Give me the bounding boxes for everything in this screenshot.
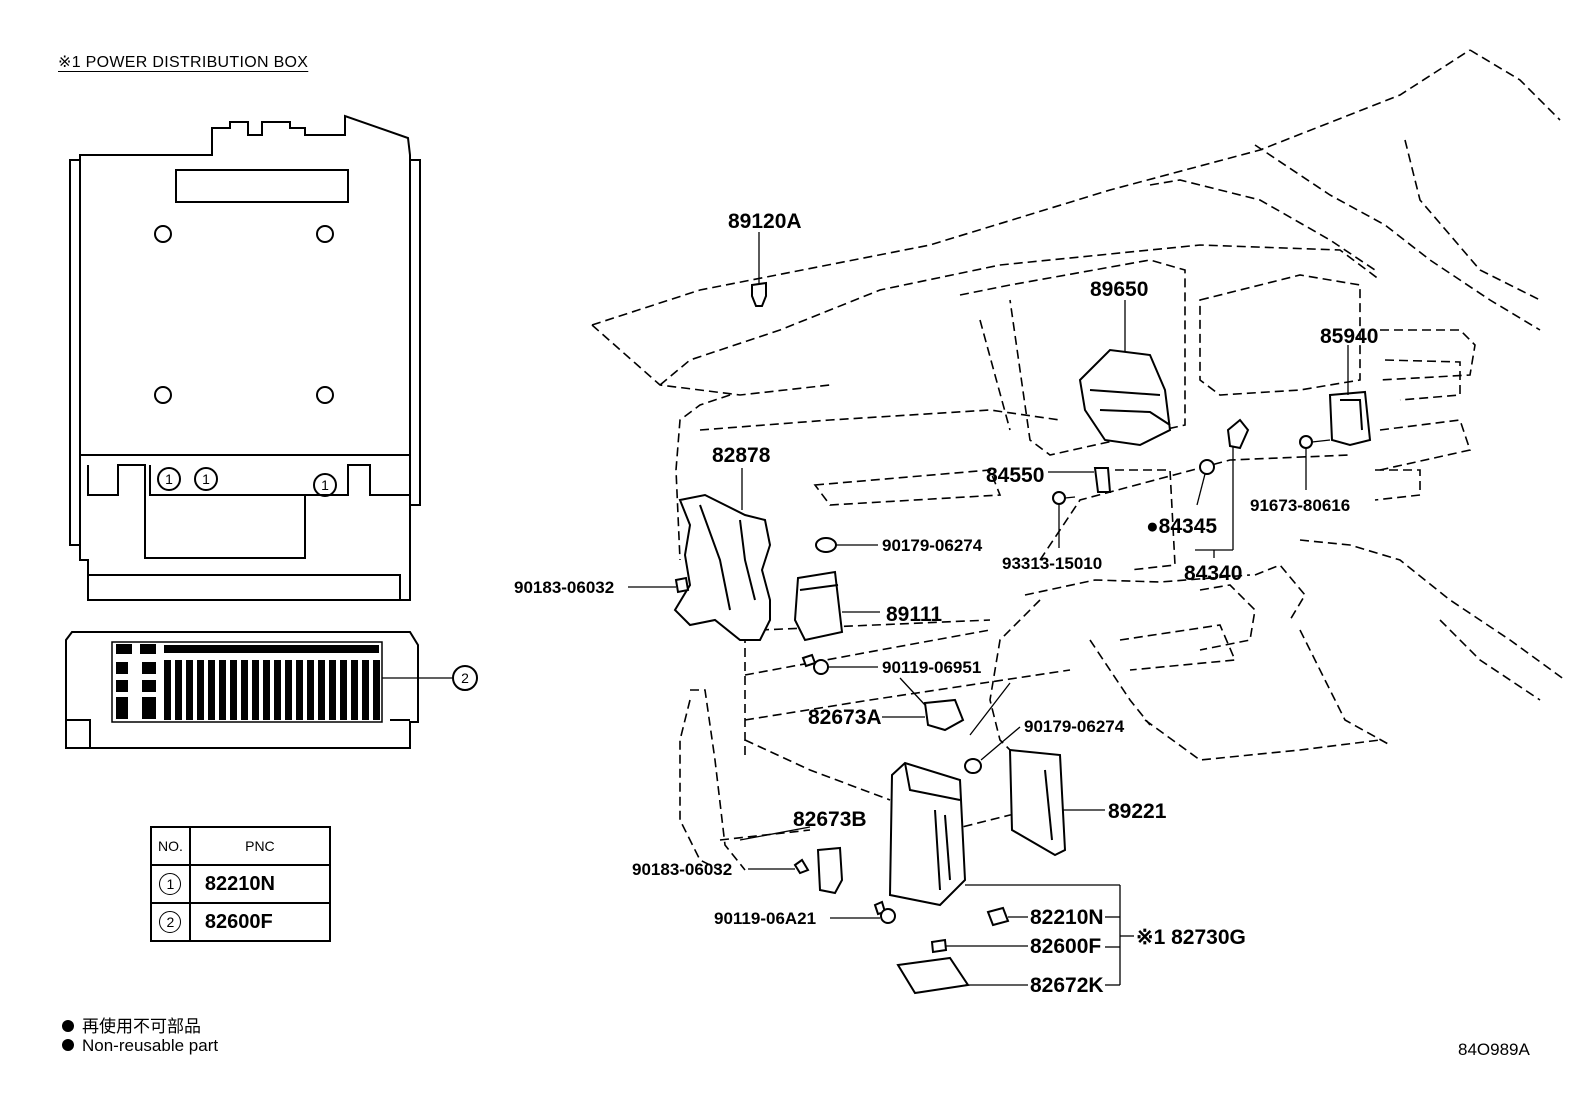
- part-89221: [1008, 748, 1105, 857]
- part-90179-06274-upper: [815, 537, 878, 553]
- pnc-table-row: 2 82600F: [150, 902, 331, 942]
- diagram-title: ※1 POWER DISTRIBUTION BOX: [58, 54, 309, 71]
- callout-1c-label: 1: [321, 477, 329, 493]
- fuse-array: [164, 660, 380, 720]
- callout-1-group: 1 1 1: [157, 467, 337, 497]
- part-82600F: [930, 938, 1028, 954]
- label-82878: 82878: [712, 444, 771, 467]
- label-82672K: 82672K: [1030, 974, 1104, 997]
- label-91673-80616: 91673-80616: [1250, 496, 1350, 515]
- legend-japanese-text: 再使用不可部品: [82, 1017, 201, 1036]
- label-82673A: 82673A: [808, 706, 882, 729]
- part-84550: [1048, 467, 1112, 493]
- label-82673B: 82673B: [793, 808, 867, 831]
- label-85940: 85940: [1320, 325, 1378, 348]
- legend-japanese: 再使用不可部品: [62, 1012, 201, 1037]
- label-84345: ●84345: [1146, 515, 1217, 538]
- pnc-row-2-value: 82600F: [188, 902, 331, 942]
- label-90119-06951: 90119-06951: [882, 658, 981, 677]
- part-82210N: [986, 906, 1028, 927]
- label-93313-15010: 93313-15010: [1002, 554, 1102, 573]
- part-90179-06274-lower: [964, 726, 1021, 774]
- label-89221: 89221: [1108, 800, 1167, 823]
- part-82730G: [888, 761, 1134, 986]
- callout-1b-label: 1: [202, 471, 210, 487]
- drawing-id: 84O989A: [1458, 1040, 1530, 1059]
- label-90179-06274-lower: 90179-06274: [1024, 717, 1125, 736]
- label-89111: 89111: [886, 603, 942, 626]
- pnc-row-1-number: 1: [159, 873, 182, 895]
- part-84340-group: [1195, 418, 1250, 558]
- label-82730G: ※1 82730G: [1136, 926, 1246, 949]
- pnc-table: NO. PNC 1 82210N 2 82600F: [150, 826, 331, 942]
- part-82672K: [896, 956, 1028, 995]
- label-90183-06032-upper: 90183-06032: [514, 578, 614, 597]
- bullet-icon: [62, 1020, 74, 1032]
- callout-circle-2: [452, 665, 478, 691]
- label-84340: 84340: [1184, 562, 1242, 585]
- part-91673-80616: [1299, 435, 1331, 490]
- power-distribution-box-top-view: [69, 114, 421, 601]
- label-89650: 89650: [1090, 278, 1148, 301]
- power-distribution-box-side-view: [65, 631, 452, 749]
- part-89120A: [751, 232, 767, 307]
- pnc-table-header-pnc: PNC: [188, 826, 331, 866]
- part-90119-06951: [801, 653, 1011, 736]
- part-90183-06032-lower: [748, 858, 810, 875]
- legend-english: Non-reusable part: [62, 1036, 218, 1056]
- label-84550: 84550: [986, 464, 1044, 487]
- callout-circle-1a: [157, 467, 181, 491]
- bullet-icon: [62, 1039, 74, 1051]
- pnc-row-1-value: 82210N: [188, 864, 331, 904]
- label-89120A: 89120A: [728, 210, 802, 233]
- callout-circle-1b: [194, 467, 218, 491]
- instrument-panel-outline: [591, 49, 1566, 871]
- callout-circle-1c: [313, 473, 337, 497]
- part-90183-06032-upper: [628, 576, 690, 594]
- part-82878: [673, 468, 772, 641]
- label-82210N: 82210N: [1030, 906, 1104, 929]
- part-89111: [793, 570, 880, 642]
- label-90183-06032-lower: 90183-06032: [632, 860, 732, 879]
- callout-1a-label: 1: [165, 471, 173, 487]
- pnc-row-2-number: 2: [159, 911, 182, 933]
- callout-2-group: 2: [452, 665, 478, 691]
- part-82673B: [739, 826, 844, 895]
- part-82673A: [882, 698, 965, 732]
- part-93313-15010: [1052, 491, 1076, 548]
- pnc-table-header-no: NO.: [150, 826, 191, 866]
- part-85940: [1328, 345, 1372, 447]
- label-82600F: 82600F: [1030, 935, 1101, 958]
- callout-2-label: 2: [461, 670, 469, 686]
- pnc-table-header: NO. PNC: [150, 826, 331, 866]
- label-90179-06274-upper: 90179-06274: [882, 536, 983, 555]
- part-89650: [1078, 300, 1172, 447]
- pnc-table-row: 1 82210N: [150, 864, 331, 904]
- label-90119-06A21: 90119-06A21: [714, 909, 816, 928]
- part-90119-06A21: [830, 900, 896, 924]
- legend-english-text: Non-reusable part: [82, 1036, 219, 1055]
